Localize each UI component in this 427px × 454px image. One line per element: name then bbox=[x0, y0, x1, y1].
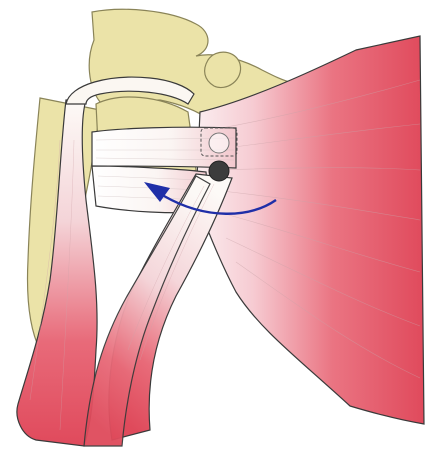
dark-ball-marker-icon bbox=[209, 161, 229, 181]
dashed-circle-marker-icon bbox=[209, 133, 229, 153]
